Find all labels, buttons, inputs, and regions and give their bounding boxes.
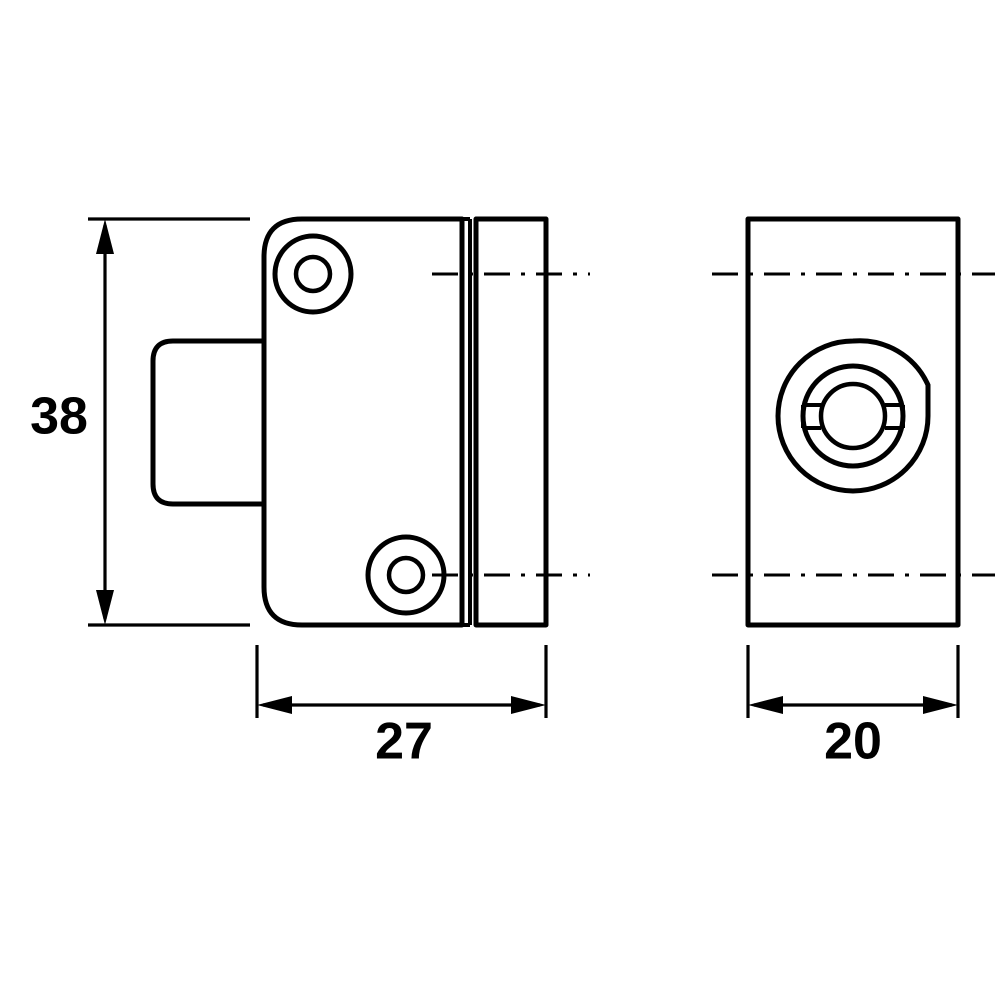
- key-hole-inner: [818, 381, 888, 451]
- lower-screw-hole-inner: [386, 555, 426, 595]
- width-dim-label: 20: [824, 713, 882, 771]
- dimension-depth-27: 27: [255, 645, 548, 771]
- bolt-tongue-outline: [150, 338, 267, 507]
- height-arrow-bottom: [96, 590, 114, 625]
- depth-arrow-left: [257, 696, 292, 714]
- height-dim-label: 38: [30, 388, 88, 446]
- width-arrow-left: [748, 696, 783, 714]
- key-ring-middle: [800, 363, 906, 469]
- front-view-group: [712, 216, 995, 628]
- upper-screw-hole-outer: [272, 233, 354, 315]
- height-arrow-top: [96, 219, 114, 254]
- end-block-outline: [473, 216, 549, 628]
- front-body-outline: [745, 216, 961, 628]
- upper-screw-hole-inner: [293, 254, 333, 294]
- side-view-group: [150, 216, 590, 628]
- width-arrow-right: [923, 696, 958, 714]
- cam-ring-outer: [775, 338, 931, 494]
- dimension-width-20: 20: [746, 645, 960, 771]
- depth-dim-label: 27: [375, 713, 433, 771]
- dimension-height-38: 38: [30, 217, 250, 627]
- left-tab: [801, 403, 821, 430]
- depth-arrow-right: [511, 696, 546, 714]
- body-outline: [261, 216, 465, 628]
- right-tab: [885, 403, 905, 430]
